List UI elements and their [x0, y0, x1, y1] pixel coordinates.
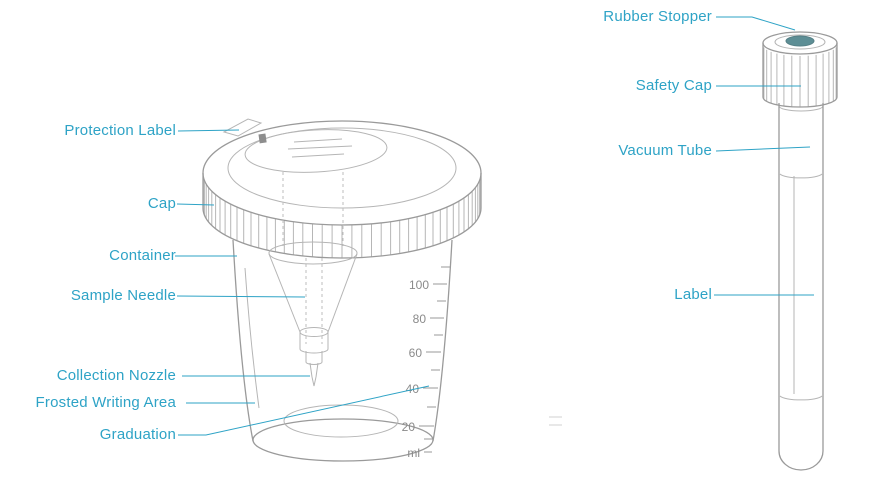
- lid-sticker: [244, 129, 388, 173]
- specimen-cup-drawing: 100 80 60 40 20 ml: [202, 118, 482, 462]
- graduation-ml: ml: [407, 446, 420, 460]
- vacuum-tube-drawing: [762, 31, 838, 471]
- safety-cap: [762, 31, 838, 108]
- protection-label-tab: [222, 118, 263, 137]
- frosted-writing-area-edge: [244, 267, 260, 409]
- label-sample-needle: Sample Needle: [70, 287, 176, 304]
- rubber-stopper: [785, 35, 815, 47]
- leader-cap: [176, 203, 215, 206]
- label-tube-label: Label: [674, 286, 712, 303]
- label-vacuum-tube: Vacuum Tube: [618, 142, 712, 159]
- tube-label: [779, 173, 823, 401]
- divider-marks: [549, 416, 562, 426]
- collection-nozzle: [305, 351, 323, 387]
- graduation-scale: 100 80 60 40 20 ml: [402, 266, 450, 460]
- tube-body: [778, 103, 824, 471]
- safety-cap-ribs: [763, 47, 837, 107]
- leader-lines: [175, 16, 814, 436]
- label-collection-nozzle: Collection Nozzle: [56, 367, 176, 384]
- label-safety-cap: Safety Cap: [635, 77, 712, 94]
- label-frosted-writing-area: Frosted Writing Area: [35, 394, 176, 411]
- cap-outline: [202, 120, 482, 259]
- leader-protection-label: [177, 129, 240, 132]
- label-protection-label: Protection Label: [64, 122, 176, 139]
- graduation-100: 100: [409, 278, 429, 292]
- graduation-40: 40: [406, 382, 420, 396]
- hidden-needle-mount-lines: [282, 172, 344, 344]
- graduation-60: 60: [409, 346, 423, 360]
- sample-needle: [268, 241, 358, 354]
- leader-rubber-stopper: [716, 16, 796, 31]
- label-cap: Cap: [147, 195, 176, 212]
- leader-graduation: [178, 385, 430, 436]
- label-container: Container: [109, 247, 176, 264]
- cap-ribs: [202, 176, 482, 258]
- graduation-80: 80: [413, 312, 427, 326]
- leader-sample-needle: [176, 295, 306, 298]
- leader-vacuum-tube: [715, 146, 811, 152]
- label-rubber-stopper: Rubber Stopper: [603, 8, 712, 25]
- label-graduation: Graduation: [99, 426, 176, 443]
- graduation-20: 20: [402, 420, 416, 434]
- lid-sticker-text-lines: [258, 133, 353, 158]
